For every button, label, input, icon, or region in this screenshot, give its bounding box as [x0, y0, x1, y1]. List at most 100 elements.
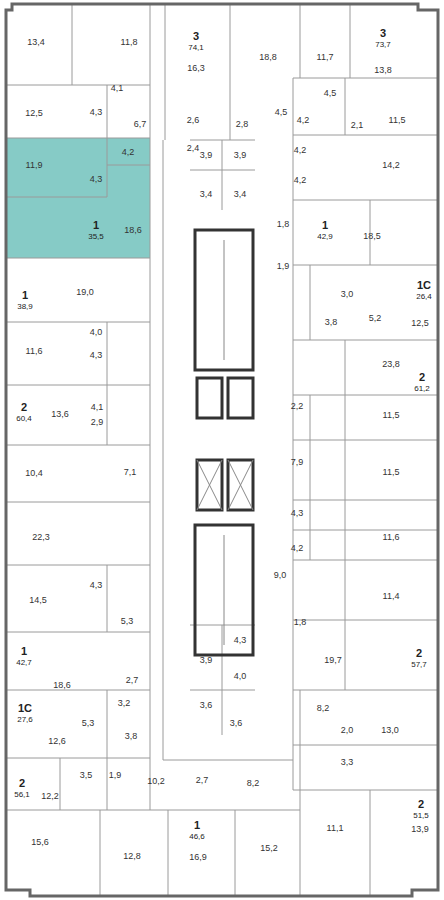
- room-area: 2,7: [126, 676, 139, 685]
- room-area: 4,2: [122, 148, 135, 157]
- room-area: 18,6: [53, 681, 71, 690]
- room-area: 2,1: [351, 121, 364, 130]
- apartment-rooms: 2: [419, 372, 425, 383]
- room-area: 8,2: [317, 704, 330, 713]
- room-area: 10,4: [25, 469, 43, 478]
- room-area: 11,6: [383, 533, 400, 542]
- apartment-rooms: 3: [380, 28, 386, 39]
- room-area: 11,7: [317, 53, 334, 62]
- room-area: 16,3: [187, 64, 205, 73]
- room-area: 3,3: [341, 758, 354, 767]
- core-shafts: [195, 230, 253, 655]
- room-area: 1,8: [277, 220, 290, 229]
- room-area: 15,6: [31, 838, 49, 847]
- room-area: 11,6: [26, 347, 43, 356]
- room-area: 2,8: [236, 120, 249, 129]
- apartment-area: 35,5: [88, 233, 104, 241]
- apartment-area: 56,1: [14, 791, 30, 799]
- room-area: 4,1: [111, 84, 124, 93]
- apartment-rooms: 1: [93, 220, 99, 231]
- room-area: 11,9: [26, 161, 43, 170]
- room-area: 11,4: [383, 592, 400, 601]
- room-area: 12,8: [123, 852, 141, 861]
- room-area: 19,7: [324, 656, 342, 665]
- apartment-rooms: 1: [22, 290, 28, 301]
- apartment-area: 51,5: [413, 812, 429, 820]
- room-area: 7,1: [124, 468, 137, 477]
- room-area: 3,9: [200, 151, 213, 160]
- room-area: 3,4: [234, 190, 247, 199]
- room-area: 5,3: [82, 719, 95, 728]
- room-area: 3,4: [200, 190, 213, 199]
- room-area: 4,3: [90, 175, 103, 184]
- room-area: 3,5: [80, 771, 93, 780]
- room-area: 12,5: [25, 109, 43, 118]
- room-area: 2,4: [187, 144, 200, 153]
- apartment-area: 60,4: [16, 415, 32, 423]
- apartment-rooms: 1С: [417, 280, 431, 291]
- room-area: 18,8: [259, 53, 277, 62]
- room-area: 4,2: [294, 176, 307, 185]
- room-area: 11,5: [389, 116, 406, 125]
- room-area: 3,9: [200, 656, 213, 665]
- room-area: 13,4: [27, 38, 45, 47]
- apartment-rooms: 3: [193, 31, 199, 42]
- room-area: 1,9: [109, 771, 122, 780]
- room-area: 18,5: [363, 232, 381, 241]
- room-area: 12,5: [411, 319, 429, 328]
- room-area: 3,8: [325, 318, 338, 327]
- room-area: 13,8: [374, 66, 392, 75]
- apartment-rooms: 1: [322, 220, 328, 231]
- room-area: 2,0: [341, 726, 354, 735]
- room-area: 4,3: [90, 351, 103, 360]
- apartment-rooms: 2: [21, 402, 27, 413]
- room-area: 19,0: [76, 288, 94, 297]
- apartment-area: 38,9: [17, 303, 33, 311]
- apartment-area: 57,7: [411, 661, 427, 669]
- room-area: 13,9: [411, 825, 429, 834]
- apartment-rooms: 1С: [18, 703, 32, 714]
- room-area: 3,6: [200, 701, 213, 710]
- room-walls: [6, 4, 438, 896]
- apartment-area: 73,7: [375, 41, 391, 49]
- apartment-area: 42,9: [317, 233, 333, 241]
- room-area: 6,7: [134, 120, 147, 129]
- room-area: 5,2: [369, 314, 382, 323]
- room-area: 5,3: [121, 617, 134, 626]
- room-area: 16,9: [189, 853, 207, 862]
- apartment-rooms: 1: [194, 820, 200, 831]
- apartment-area: 42,7: [16, 659, 32, 667]
- room-area: 2,7: [196, 776, 209, 785]
- room-area: 4,3: [90, 581, 103, 590]
- room-area: 22,3: [32, 533, 50, 542]
- room-area: 14,2: [382, 161, 400, 170]
- room-area: 12,6: [48, 737, 66, 746]
- room-area: 2,2: [291, 402, 304, 411]
- apartment-area: 26,4: [416, 293, 432, 301]
- apartment-area: 27,6: [17, 716, 33, 724]
- room-area: 13,6: [51, 410, 69, 419]
- room-area: 7,9: [291, 458, 304, 467]
- room-area: 1,9: [277, 262, 290, 271]
- apartment-area: 61,2: [414, 385, 430, 393]
- room-area: 3,6: [230, 719, 243, 728]
- room-area: 11,1: [327, 824, 344, 833]
- room-area: 4,0: [90, 328, 103, 337]
- room-area: 4,5: [324, 89, 337, 98]
- room-area: 18,6: [124, 226, 142, 235]
- room-area: 4,3: [90, 108, 103, 117]
- room-area: 11,8: [121, 38, 138, 47]
- room-area: 4,0: [234, 672, 247, 681]
- room-area: 4,1: [91, 403, 104, 412]
- room-area: 3,0: [341, 290, 354, 299]
- room-area: 12,2: [41, 792, 59, 801]
- building-outline: [6, 4, 438, 896]
- room-area: 4,2: [297, 116, 310, 125]
- room-area: 8,2: [247, 779, 260, 788]
- apartment-area: 74,1: [188, 44, 204, 52]
- room-area: 10,2: [147, 777, 165, 786]
- room-area: 3,9: [234, 151, 247, 160]
- room-area: 14,5: [29, 596, 47, 605]
